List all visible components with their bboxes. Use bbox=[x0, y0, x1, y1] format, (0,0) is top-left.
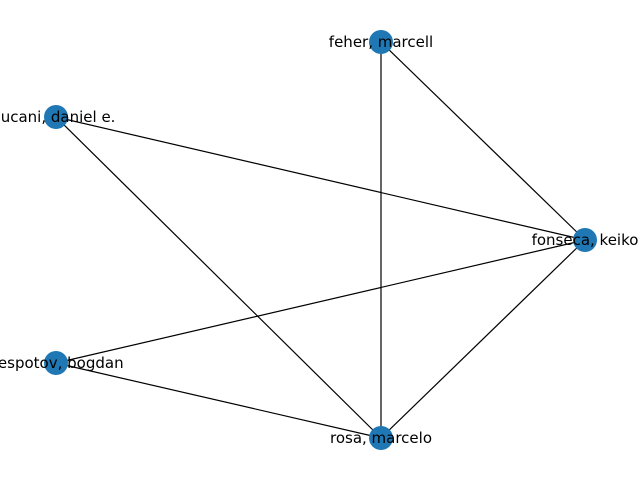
edge-lucani-rosa bbox=[55, 116, 382, 439]
labels-layer: feher, marcell lucani, daniel e. fonseca, … bbox=[0, 33, 638, 447]
edge-lucani-fonseca bbox=[55, 116, 586, 241]
edge-feher-fonseca bbox=[380, 41, 586, 241]
edges-layer bbox=[55, 41, 586, 439]
node-rosa bbox=[369, 426, 393, 450]
edge-fonseca-rosa bbox=[380, 239, 586, 439]
node-label-fonseca: fonseca, keiko bbox=[532, 231, 639, 249]
node-fonseca bbox=[573, 228, 597, 252]
node-lucani bbox=[44, 105, 68, 129]
node-label-rosa: rosa, marcelo bbox=[330, 429, 432, 447]
node-label-bespotov: bespotov, bogdan bbox=[0, 354, 124, 372]
edge-fonseca-bespotov bbox=[55, 239, 586, 364]
edge-bespotov-rosa bbox=[55, 362, 382, 439]
node-label-lucani: lucani, daniel e. bbox=[0, 108, 115, 126]
node-bespotov bbox=[44, 351, 68, 375]
node-feher bbox=[369, 30, 393, 54]
nodes-layer bbox=[44, 30, 597, 450]
node-label-feher: feher, marcell bbox=[329, 33, 433, 51]
